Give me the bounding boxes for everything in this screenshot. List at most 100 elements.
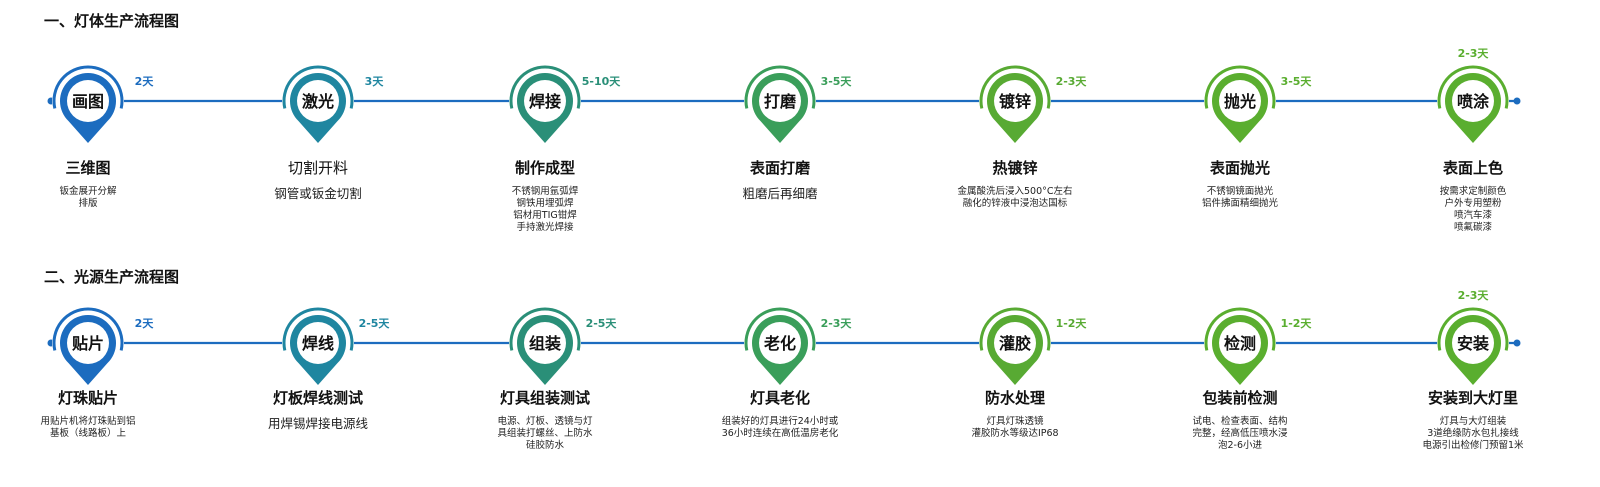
step-description: 试电、检查表面、结构 完整，经高低压喷水浸 泡2-6小进	[1192, 416, 1288, 451]
pin-label: 激光	[302, 92, 334, 111]
pin-ring	[744, 65, 816, 109]
step-title: 安装到大灯里	[1427, 389, 1518, 407]
step-text-block: 表面打磨粗磨后再细磨	[695, 158, 865, 202]
step-text-block: 表面抛光不锈钢镜面抛光 铝件拂面精细抛光	[1155, 158, 1325, 210]
step-pin-7: 安装	[1437, 307, 1509, 385]
pin-label: 安装	[1457, 334, 1489, 353]
step-pin-3: 焊接	[509, 65, 581, 143]
pin-ring	[744, 307, 816, 351]
step-description: 粗磨后再细磨	[742, 186, 818, 201]
duration-label: 2-3天	[1458, 289, 1490, 302]
pin-label: 老化	[763, 334, 796, 353]
step-text-block: 防水处理灯具灯珠透镜 灌胶防水等级达IP68	[930, 388, 1100, 440]
step-description: 金属酸洗后浸入500°C左右 融化的锌液中浸泡达国标	[957, 186, 1073, 209]
duration-label: 2-3天	[1458, 47, 1490, 60]
pin-ring	[282, 65, 354, 109]
section-title-lamp-body: 一、灯体生产流程图	[44, 12, 180, 30]
step-description: 组装好的灯具进行24小时或 36小时连续在高低温房老化	[721, 416, 839, 439]
pin-ring	[1437, 307, 1509, 351]
step-pin-7: 喷涂	[1437, 65, 1509, 143]
step-title: 表面打磨	[749, 159, 810, 177]
pin-label: 焊线	[302, 334, 334, 353]
step-pin-5: 灌胶	[979, 307, 1051, 385]
step-text-block: 包装前检测试电、检查表面、结构 完整，经高低压喷水浸 泡2-6小进	[1155, 388, 1325, 452]
step-title: 热镀锌	[992, 159, 1038, 177]
pin-ring	[282, 307, 354, 351]
step-description: 用焊锡焊接电源线	[267, 416, 368, 431]
step-title: 表面抛光	[1209, 159, 1270, 177]
step-description: 不锈钢镜面抛光 铝件拂面精细抛光	[1201, 186, 1278, 209]
pin-ring	[1204, 307, 1276, 351]
step-title: 防水处理	[984, 389, 1045, 407]
step-title: 灯具老化	[749, 389, 810, 407]
step-text-block: 三维图钣金展开分解 排版	[3, 158, 173, 210]
pin-ring	[979, 65, 1051, 109]
pin-label: 检测	[1224, 334, 1256, 353]
pin-ring	[1437, 65, 1509, 109]
step-text-block: 灯具组装测试电源、灯板、透镜与灯 具组装打螺丝、上防水 硅胶防水	[460, 388, 630, 452]
pin-label: 贴片	[72, 334, 104, 353]
step-description: 灯具灯珠透镜 灌胶防水等级达IP68	[971, 416, 1059, 439]
duration-label: 2天	[135, 75, 155, 88]
step-title: 灯板焊线测试	[272, 389, 363, 407]
step-description: 不锈钢用氩弧焊 钢铁用埋弧焊 铝材用TIG钳焊 手持激光焊接	[511, 186, 579, 233]
step-title: 灯珠贴片	[57, 389, 118, 407]
pin-label: 组装	[529, 334, 561, 353]
pin-ring	[509, 307, 581, 351]
step-pin-2: 激光	[282, 65, 354, 143]
pin-label: 镀锌	[999, 92, 1031, 111]
step-text-block: 安装到大灯里灯具与大灯组装 3道绝缘防水包扎接线 电源引出检修门预留1米	[1388, 388, 1558, 452]
step-description: 电源、灯板、透镜与灯 具组装打螺丝、上防水 硅胶防水	[497, 416, 593, 451]
duration-label: 2天	[135, 317, 155, 330]
pin-ring	[979, 307, 1051, 351]
step-text-block: 灯具老化组装好的灯具进行24小时或 36小时连续在高低温房老化	[695, 388, 865, 440]
step-description: 钣金展开分解 排版	[59, 186, 117, 209]
step-description: 用贴片机将灯珠贴到铝 基板（线路板）上	[40, 416, 136, 439]
section-title-light-source: 二、光源生产流程图	[44, 268, 180, 286]
pin-label: 灌胶	[999, 334, 1031, 353]
step-text-block: 灯珠贴片用贴片机将灯珠贴到铝 基板（线路板）上	[3, 388, 173, 440]
pin-ring	[52, 307, 124, 351]
duration-label: 1-2天	[1056, 317, 1088, 330]
pin-label: 打磨	[764, 92, 796, 111]
end-dot	[1513, 97, 1521, 105]
duration-label: 3天	[365, 75, 385, 88]
pin-ring	[52, 65, 124, 109]
step-pin-6: 抛光	[1204, 65, 1276, 143]
step-text-block: 切割开料钢管或钣金切割	[233, 158, 403, 202]
pin-label: 喷涂	[1457, 92, 1490, 111]
step-pin-4: 打磨	[744, 65, 816, 143]
step-text-block: 制作成型不锈钢用氩弧焊 钢铁用埋弧焊 铝材用TIG钳焊 手持激光焊接	[460, 158, 630, 234]
pin-label: 画图	[72, 92, 104, 111]
step-title: 制作成型	[514, 159, 575, 177]
step-description: 钢管或钣金切割	[274, 186, 362, 201]
step-pin-2: 焊线	[282, 307, 354, 385]
step-description: 灯具与大灯组装 3道绝缘防水包扎接线 电源引出检修门预留1米	[1422, 416, 1524, 451]
pin-ring	[509, 65, 581, 109]
step-pin-3: 组装	[509, 307, 581, 385]
pin-label: 焊接	[529, 92, 561, 111]
step-text-block: 灯板焊线测试用焊锡焊接电源线	[233, 388, 403, 432]
end-dot	[1513, 339, 1521, 347]
step-title: 切割开料	[287, 159, 348, 177]
step-title: 包装前检测	[1202, 389, 1278, 407]
duration-label: 3-5天	[821, 75, 853, 88]
step-title: 灯具组装测试	[499, 389, 590, 407]
step-text-block: 热镀锌金属酸洗后浸入500°C左右 融化的锌液中浸泡达国标	[930, 158, 1100, 210]
duration-label: 1-2天	[1281, 317, 1313, 330]
duration-label: 2-5天	[586, 317, 618, 330]
step-pin-1: 贴片	[52, 307, 124, 385]
pin-label: 抛光	[1224, 92, 1256, 111]
step-pin-6: 检测	[1204, 307, 1276, 385]
step-pin-4: 老化	[744, 307, 816, 385]
duration-label: 2-5天	[359, 317, 391, 330]
duration-label: 2-3天	[821, 317, 853, 330]
step-pin-1: 画图	[52, 65, 124, 143]
pin-ring	[1204, 65, 1276, 109]
duration-label: 5-10天	[582, 75, 622, 88]
step-pin-5: 镀锌	[979, 65, 1051, 143]
step-title: 表面上色	[1442, 159, 1503, 177]
duration-label: 3-5天	[1281, 75, 1313, 88]
